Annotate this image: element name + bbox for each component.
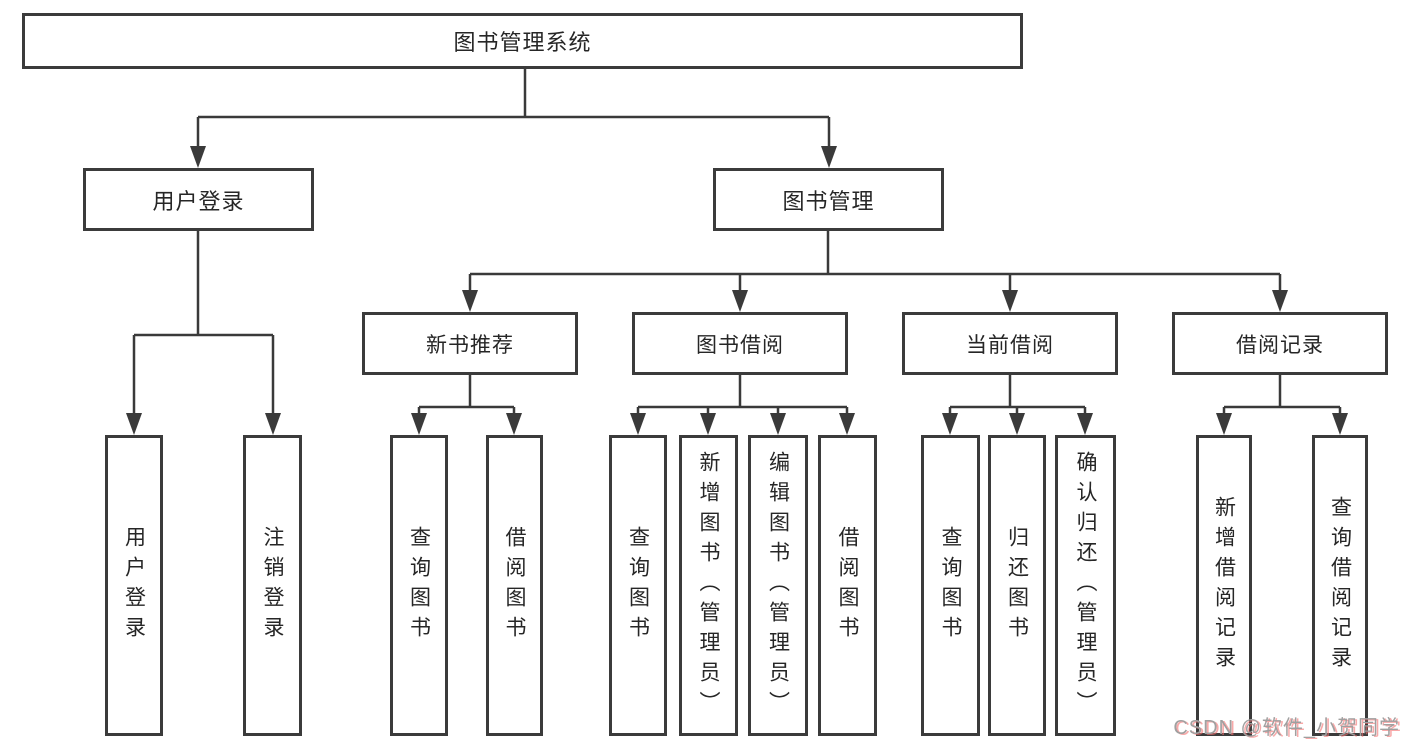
leaf-confirm-return-admin: 确认归还（管理员） bbox=[1055, 435, 1116, 736]
leaf-query-borrow-record: 查询借阅记录 bbox=[1312, 435, 1368, 736]
node-current-borrowing: 当前借阅 bbox=[902, 312, 1118, 375]
node-label: 图书管理 bbox=[782, 188, 875, 214]
leaf-label: 查询借阅记录 bbox=[1328, 495, 1352, 676]
leaf-label: 查询图书 bbox=[407, 525, 431, 646]
node-label: 新书推荐 bbox=[426, 333, 514, 357]
leaf-borrow-books-recommend: 借阅图书 bbox=[486, 435, 543, 736]
leaf-label: 编辑图书（管理员） bbox=[766, 450, 790, 721]
node-label: 图书借阅 bbox=[696, 333, 784, 357]
leaf-label: 归还图书 bbox=[1005, 525, 1029, 646]
leaf-label: 用户登录 bbox=[122, 525, 146, 646]
connector-borrow-record-to-leaves bbox=[1216, 375, 1348, 435]
leaf-label: 查询图书 bbox=[626, 525, 650, 646]
leaf-query-books-current: 查询图书 bbox=[921, 435, 980, 736]
node-book-management: 图书管理 bbox=[713, 168, 944, 231]
leaf-query-books-recommend: 查询图书 bbox=[390, 435, 448, 736]
leaf-label: 新增借阅记录 bbox=[1212, 495, 1236, 676]
leaf-logout: 注销登录 bbox=[243, 435, 302, 736]
connector-book-borrow-to-leaves bbox=[630, 375, 855, 435]
node-label: 用户登录 bbox=[152, 188, 245, 214]
node-borrowing-records: 借阅记录 bbox=[1172, 312, 1388, 375]
connector-new-book-rec-to-leaves bbox=[411, 375, 522, 435]
csdn-watermark: CSDN @软件_小贺同学 bbox=[1173, 717, 1400, 739]
connector-root-to-level2 bbox=[190, 69, 837, 168]
node-book-borrowing: 图书借阅 bbox=[632, 312, 848, 375]
leaf-edit-books-admin: 编辑图书（管理员） bbox=[748, 435, 808, 736]
node-label: 借阅记录 bbox=[1236, 333, 1324, 357]
node-root-library-system: 图书管理系统 bbox=[22, 13, 1023, 69]
connector-book-mgmt-to-level3 bbox=[462, 231, 1288, 312]
connector-current-borrow-to-leaves bbox=[942, 375, 1093, 435]
node-new-book-recommend: 新书推荐 bbox=[362, 312, 578, 375]
connector-user-login-to-leaves bbox=[126, 231, 281, 435]
leaf-label: 借阅图书 bbox=[503, 525, 526, 646]
leaf-label: 借阅图书 bbox=[836, 525, 859, 646]
leaf-borrow-books: 借阅图书 bbox=[818, 435, 877, 736]
leaf-user-login: 用户登录 bbox=[105, 435, 163, 736]
leaf-add-books-admin: 新增图书（管理员） bbox=[679, 435, 738, 736]
leaf-label: 确认归还（管理员） bbox=[1074, 450, 1097, 721]
leaf-label: 新增图书（管理员） bbox=[697, 450, 720, 721]
node-label: 图书管理系统 bbox=[453, 30, 592, 55]
node-label: 当前借阅 bbox=[966, 333, 1054, 357]
leaf-query-books-borrowing: 查询图书 bbox=[609, 435, 667, 736]
node-user-login: 用户登录 bbox=[83, 168, 314, 231]
leaf-label: 注销登录 bbox=[261, 525, 284, 646]
leaf-return-books: 归还图书 bbox=[988, 435, 1046, 736]
leaf-label: 查询图书 bbox=[939, 525, 962, 646]
leaf-add-borrow-record: 新增借阅记录 bbox=[1196, 435, 1252, 736]
